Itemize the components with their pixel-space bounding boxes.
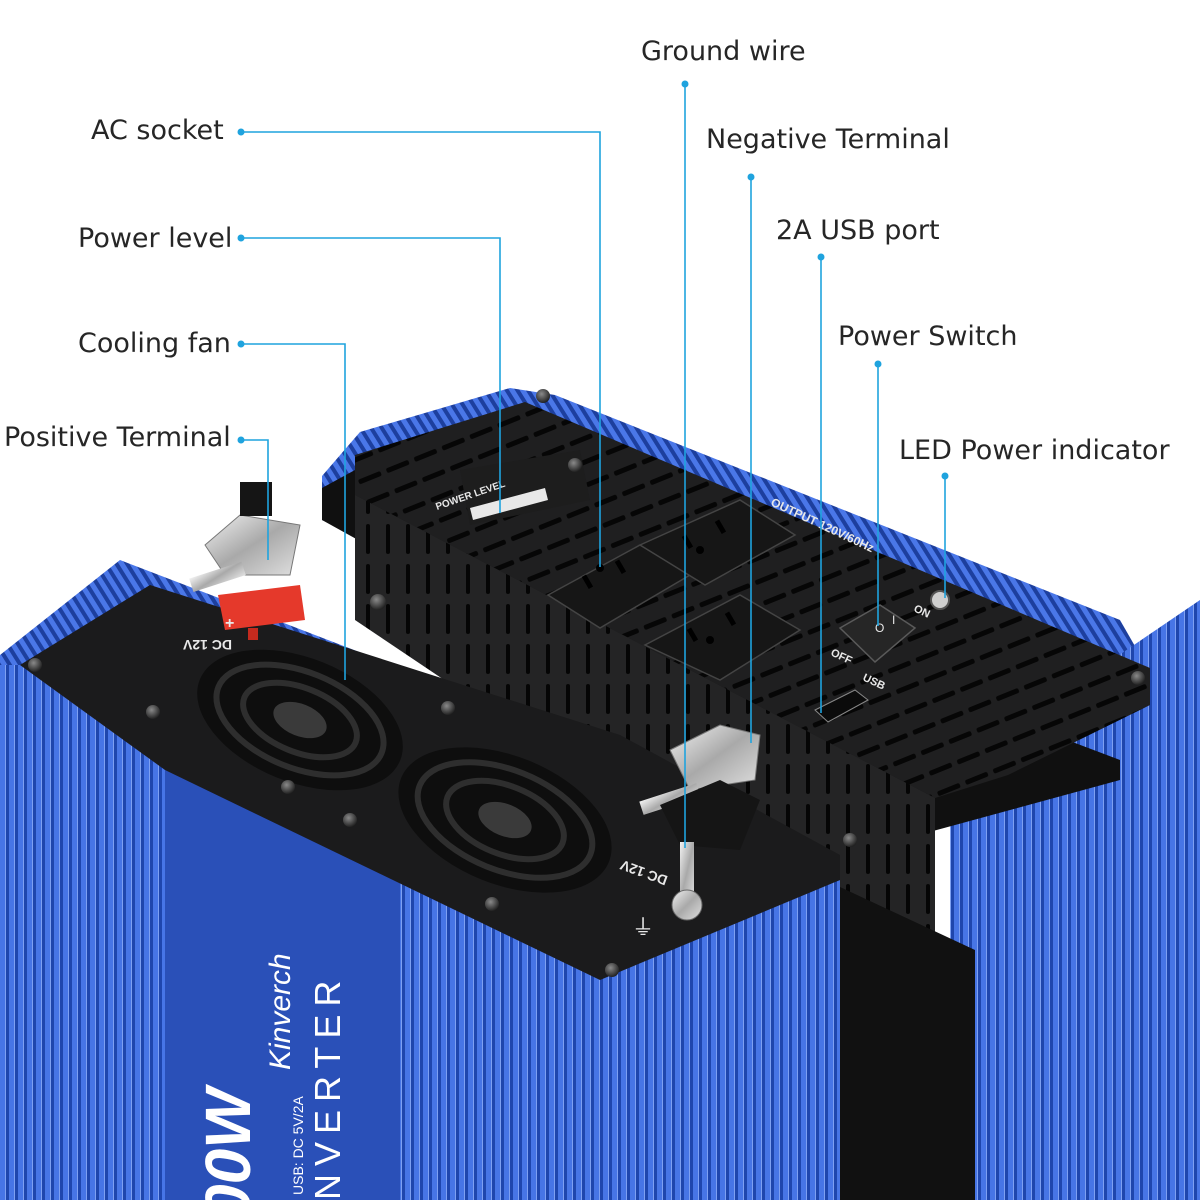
label-usb-port: 2A USB port bbox=[776, 215, 940, 246]
dc-12v-positive-print: DC 12V bbox=[182, 637, 232, 653]
leader-ac-socket bbox=[241, 131, 601, 567]
input-screws bbox=[28, 658, 619, 977]
label-power-level: Power level bbox=[78, 223, 233, 254]
input-left-fins bbox=[0, 665, 165, 1200]
label-ac-socket: AC socket bbox=[91, 115, 224, 146]
label-positive-terminal: Positive Terminal bbox=[4, 422, 231, 453]
mount-bracket bbox=[825, 880, 975, 1200]
ground-symbol-print: ⏚ bbox=[632, 915, 654, 940]
cooling-fan-1 bbox=[197, 649, 403, 791]
brand-print: 00W Kinverch USB: DC 5V/2A NVERTER bbox=[192, 953, 348, 1200]
leader-cooling-fan bbox=[241, 343, 346, 680]
brand-name-print: Kinverch bbox=[264, 953, 297, 1070]
model-print: 00W bbox=[192, 1084, 264, 1200]
negative-terminal bbox=[639, 724, 761, 850]
leader-lines bbox=[237, 80, 949, 848]
leader-power-level bbox=[241, 237, 501, 513]
input-unit: DC 12V + DC 12V ⏚ bbox=[0, 482, 840, 1200]
ac-socket-3 bbox=[643, 594, 802, 681]
output-screws bbox=[370, 389, 1145, 847]
label-power-switch: Power Switch bbox=[838, 321, 1018, 352]
front-face bbox=[165, 770, 400, 1200]
plus-print: + bbox=[225, 615, 234, 632]
leader-positive-terminal bbox=[241, 439, 269, 560]
switch-i-print: I bbox=[892, 613, 895, 627]
power-level-bar bbox=[470, 488, 548, 520]
label-ground-wire: Ground wire bbox=[641, 36, 806, 67]
usb-spec-print: USB: DC 5V/2A bbox=[290, 1096, 306, 1195]
label-led-indicator: LED Power indicator bbox=[899, 435, 1170, 466]
label-negative-terminal: Negative Terminal bbox=[706, 124, 950, 155]
positive-terminal bbox=[189, 482, 305, 640]
ac-socket-2 bbox=[638, 499, 797, 586]
power-switch: O I bbox=[838, 604, 917, 664]
ground-wire-bolt bbox=[671, 842, 703, 921]
switch-o-print: O bbox=[875, 621, 884, 635]
product-name-print: NVERTER bbox=[307, 973, 348, 1200]
cooling-fan-2 bbox=[398, 747, 612, 893]
led-power-indicator bbox=[930, 590, 950, 610]
label-cooling-fan: Cooling fan bbox=[78, 328, 231, 359]
